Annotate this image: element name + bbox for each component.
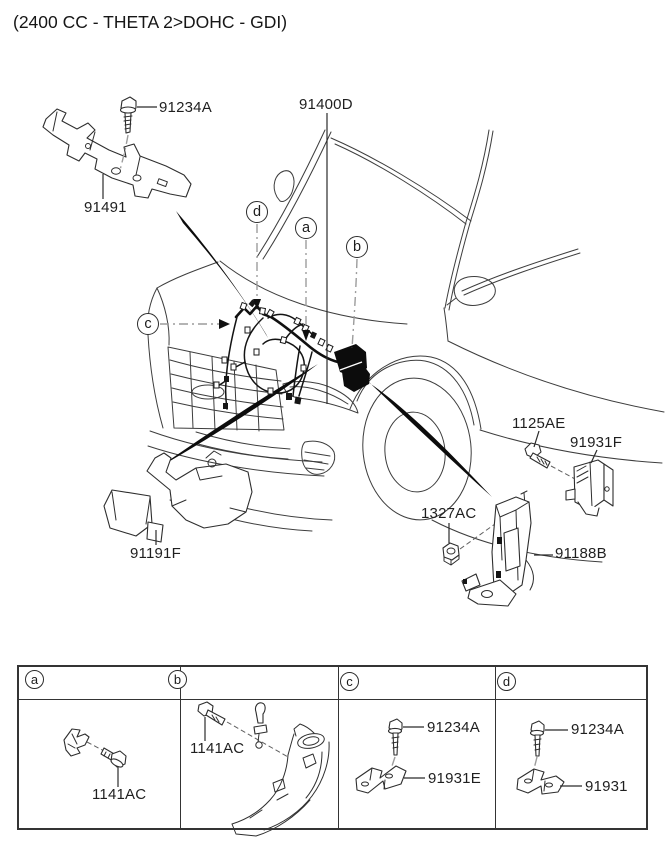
table-callout-d: d — [497, 672, 516, 691]
callout-circle-d: d — [246, 201, 268, 223]
bracket-91931f — [565, 449, 614, 517]
table-label-a-part: 1141AC — [92, 786, 147, 803]
lower-protector-91191f — [103, 450, 253, 545]
table-header-divider — [19, 699, 646, 700]
bolt-91234a-top — [119, 96, 157, 171]
table-letter-a: a — [30, 672, 39, 687]
band-to-side-bracket — [352, 366, 492, 497]
label-bracket-f: 91931F — [570, 434, 623, 451]
bolt-1125ae — [524, 430, 578, 481]
band-to-rail-bracket — [176, 211, 268, 338]
table-callout-b: b — [168, 670, 187, 689]
table-column-divider-2 — [338, 667, 339, 828]
table-label-c-part-2: 91931E — [428, 770, 481, 787]
cell-a-art — [63, 728, 127, 787]
table-label-b-part: 1141AC — [190, 740, 245, 757]
nut-1327ac — [442, 503, 524, 566]
callout-circle-a: a — [295, 217, 317, 239]
side-bracket-91188b — [461, 490, 553, 607]
table-label-c-part-1: 91234A — [427, 719, 480, 736]
cell-c-art — [355, 718, 425, 794]
label-bolt-top: 91234A — [159, 99, 212, 116]
callout-letter-d: d — [252, 204, 262, 220]
table-callout-a: a — [25, 670, 44, 689]
cell-b-art — [197, 701, 330, 837]
rail-bracket-91491 — [42, 108, 192, 199]
table-letter-b: b — [173, 672, 182, 687]
table-letter-d: d — [502, 674, 511, 689]
callout-letter-b: b — [352, 239, 362, 255]
callout-leader-lines — [160, 113, 358, 404]
wiring-harness — [213, 299, 370, 410]
band-to-lower-protector — [158, 364, 318, 468]
callout-circle-c: c — [137, 313, 159, 335]
table-letter-c: c — [346, 674, 353, 689]
table-label-d-part-1: 91234A — [571, 721, 624, 738]
table-column-divider-3 — [495, 667, 496, 828]
label-upper-rail-bracket: 91491 — [84, 199, 127, 216]
page-title: (2400 CC - THETA 2>DOHC - GDI) — [13, 12, 288, 32]
cell-d-art — [516, 720, 582, 795]
parts-table — [17, 665, 648, 830]
callout-letter-a: a — [301, 220, 311, 236]
table-column-divider-1 — [180, 667, 181, 828]
table-callout-c: c — [340, 672, 359, 691]
pointer-bands — [158, 211, 492, 497]
table-label-d-part-2: 91931 — [585, 778, 628, 795]
callout-letter-c: c — [144, 316, 152, 332]
label-lower-protector: 91191F — [130, 545, 181, 562]
harness-connectors — [213, 299, 334, 409]
label-main-harness: 91400D — [299, 96, 353, 113]
label-nut: 1327AC — [421, 505, 477, 522]
label-side-bolt: 1125AE — [512, 415, 566, 432]
callout-circle-b: b — [346, 236, 368, 258]
label-side-bracket: 91188B — [555, 545, 607, 562]
